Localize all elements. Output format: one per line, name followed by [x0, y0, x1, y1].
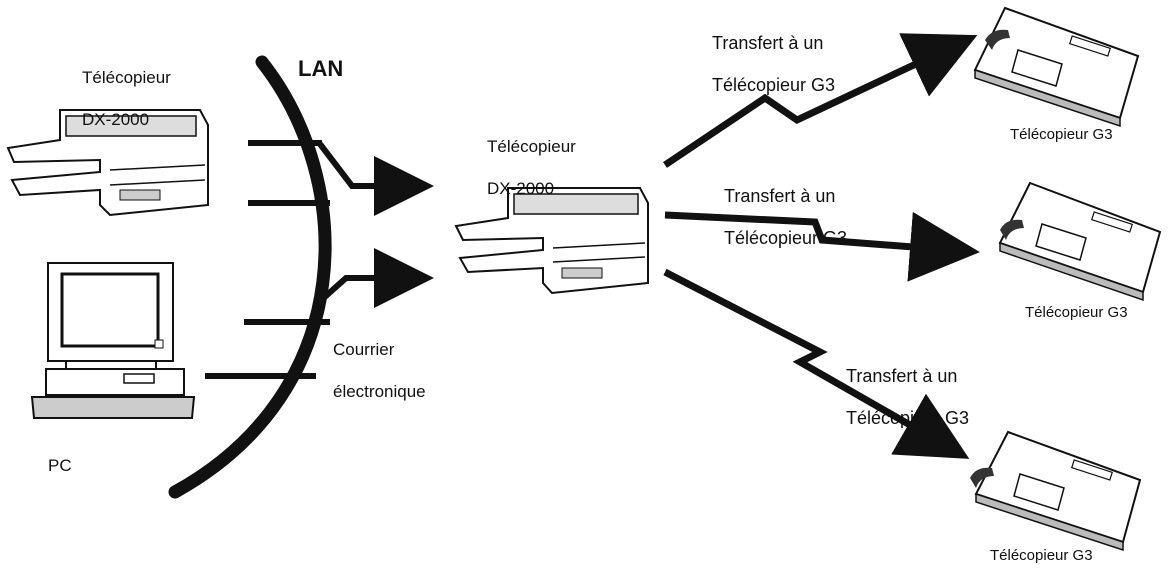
source-fax-label-line2: DX-2000 — [82, 110, 150, 129]
lan-backbone — [168, 55, 332, 499]
email-to-hub-arrow — [316, 248, 434, 308]
lan-to-hub-arrow — [317, 142, 434, 216]
transfer-arrow-1 — [663, 33, 978, 168]
transfer-label-3: Transfert à un Télécopieur G3 — [846, 345, 969, 450]
transfer-label-2: Transfert à un Télécopieur G3 — [724, 165, 847, 270]
transfer-label-2-line2: Télécopieur G3 — [724, 228, 848, 248]
transfer-arrow-2 — [664, 211, 980, 282]
email-label-line2: électronique — [333, 382, 426, 401]
lan-label: LAN — [298, 56, 344, 81]
g3-fax-icon — [998, 181, 1162, 302]
source-fax-label-line1: Télécopieur — [82, 68, 171, 87]
transfer-label-1-line2: Télécopieur G3 — [712, 75, 836, 95]
transfer-label-3-line2: Télécopieur G3 — [846, 408, 970, 428]
g3-fax-icon — [970, 430, 1142, 552]
source-fax-icon — [6, 109, 209, 217]
transfer-label-1: Transfert à un Télécopieur G3 — [712, 12, 835, 117]
pc-label: PC — [48, 456, 72, 475]
pc-icon — [30, 262, 196, 419]
hub-fax-label-line2: DX-2000 — [487, 179, 555, 198]
source-fax-label: Télécopieur DX-2000 — [82, 46, 171, 151]
g3-fax-icon — [973, 6, 1140, 128]
hub-fax-icon — [454, 187, 649, 295]
transfer-label-2-line1: Transfert à un — [724, 186, 836, 206]
hub-fax-label: Télécopieur DX-2000 — [487, 115, 576, 220]
email-label-line1: Courrier — [333, 340, 395, 359]
transfer-arrow-3 — [663, 268, 970, 459]
g3-device-label-2: Télécopieur G3 — [1025, 304, 1128, 321]
g3-device-label-1: Télécopieur G3 — [1010, 126, 1113, 143]
email-label: Courrier électronique — [333, 318, 426, 423]
transfer-label-3-line1: Transfert à un — [846, 366, 958, 386]
g3-device-label-3: Télécopieur G3 — [990, 547, 1093, 564]
hub-fax-label-line1: Télécopieur — [487, 137, 576, 156]
transfer-label-1-line1: Transfert à un — [712, 33, 824, 53]
